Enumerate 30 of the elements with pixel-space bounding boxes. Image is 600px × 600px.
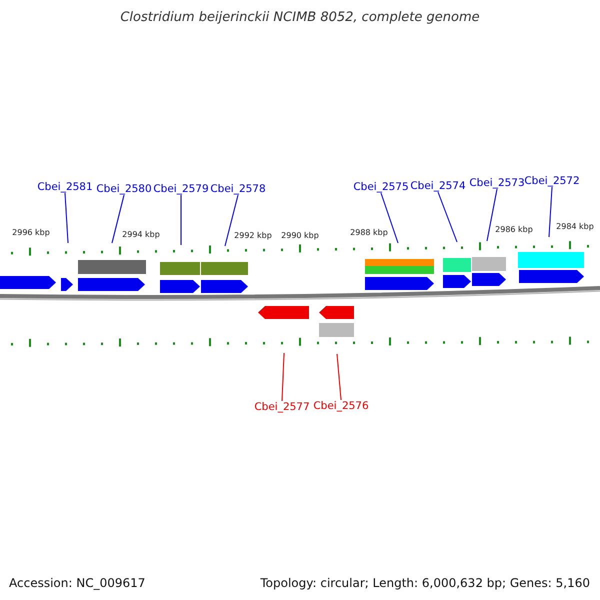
gene-label: Cbei_2580 bbox=[96, 183, 152, 195]
gene-label: Cbei_2577 bbox=[254, 401, 310, 413]
gene-label: Cbei_2573 bbox=[469, 177, 525, 189]
gene-label: Cbei_2578 bbox=[210, 183, 266, 195]
gene-label: Cbei_2574 bbox=[410, 180, 466, 192]
gene-label: Cbei_2581 bbox=[37, 181, 93, 193]
gene-label: Cbei_2575 bbox=[353, 181, 409, 193]
gene-label: Cbei_2576 bbox=[313, 400, 369, 412]
leader-line bbox=[64, 192, 68, 244]
scale-label: 2988 kbp bbox=[349, 228, 389, 237]
gene-label: Cbei_2579 bbox=[153, 183, 209, 195]
scale-label: 2996 kbp bbox=[11, 228, 51, 237]
leader-line bbox=[548, 186, 552, 238]
scale-label: 2992 kbp bbox=[233, 231, 273, 240]
leader-line bbox=[336, 354, 342, 400]
footer-text: Accession: NC_009617 bbox=[9, 576, 146, 590]
scale-label: 2984 kbp bbox=[555, 222, 595, 231]
leader-line bbox=[282, 352, 284, 402]
leader-line bbox=[438, 192, 458, 242]
scale-label: 2990 kbp bbox=[280, 231, 320, 240]
leader-line bbox=[486, 188, 498, 242]
gene-label: Cbei_2572 bbox=[524, 175, 580, 187]
scale-label: 2986 kbp bbox=[494, 225, 534, 234]
leader-line bbox=[112, 194, 124, 244]
scale-label: 2994 kbp bbox=[121, 230, 161, 239]
leader-line bbox=[224, 194, 238, 246]
footer-text: Topology: circular; Length: 6,000,632 bp; Genes: 5,160 bbox=[260, 576, 590, 590]
leader-line bbox=[180, 194, 182, 246]
leader-line bbox=[380, 192, 398, 244]
diagram-title: Clostridium beijerinckii NCIMB 8052, complete genome bbox=[119, 10, 481, 25]
